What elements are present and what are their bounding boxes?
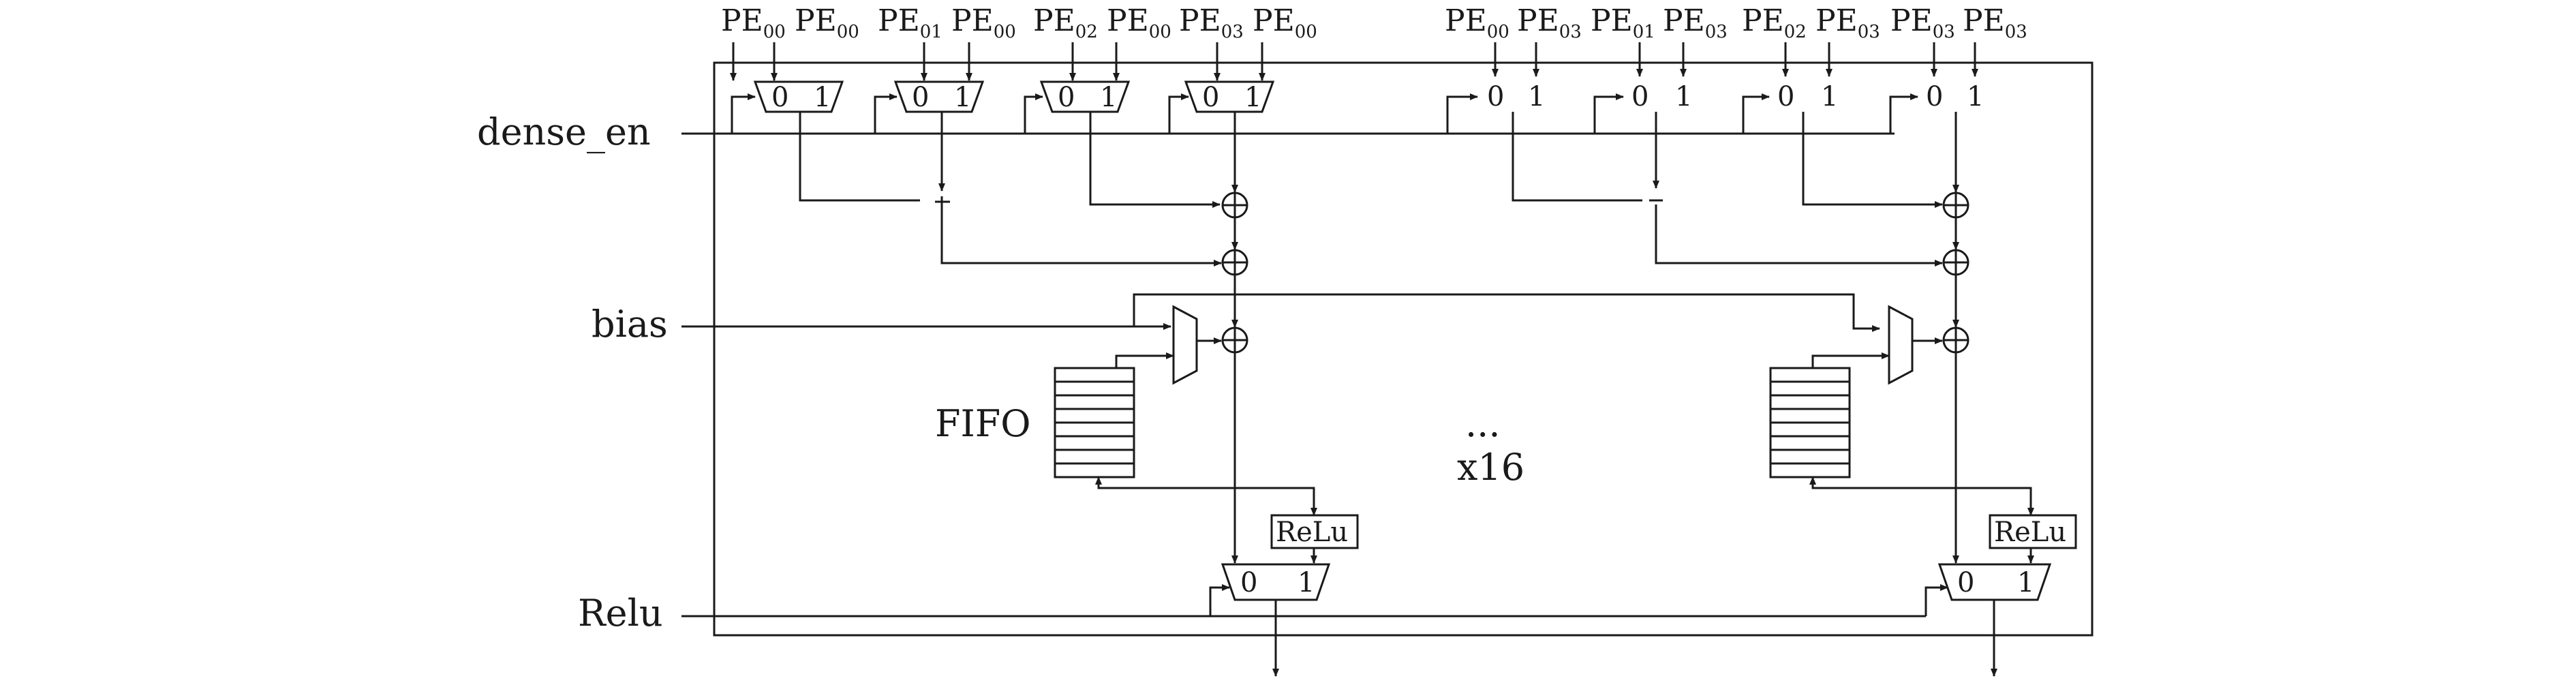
pe-label-7a: PE02	[1742, 3, 1807, 42]
relu-mux-left-one: 1	[1298, 567, 1315, 598]
bias-label: bias	[592, 303, 668, 346]
pe-label-6a: PE01	[1591, 3, 1655, 42]
pe-label-4a: PE03	[1179, 3, 1244, 42]
bias-mux-right	[1888, 305, 1914, 385]
mux3-one: 1	[1100, 82, 1117, 113]
relu-mux-right-one: 1	[2017, 567, 2034, 598]
adder-tree-right	[1512, 112, 1969, 354]
mux1-one: 1	[814, 82, 831, 113]
relu-label-left: ReLu	[1276, 517, 1348, 548]
relu-input-label: Relu	[578, 592, 663, 635]
mux6-one: 1	[1675, 81, 1692, 112]
relu-select-wiring	[681, 584, 1948, 618]
top-mux-3: 0 1	[1039, 80, 1131, 113]
pe-label-5b: PE03	[1517, 3, 1582, 42]
relu-block-right	[1989, 514, 2077, 549]
fifo-label: FIFO	[935, 402, 1031, 445]
top-mux-6: 0 1	[1631, 81, 1692, 112]
pe-label-8a: PE03	[1890, 3, 1955, 42]
pe-label-7b: PE03	[1815, 3, 1880, 42]
pe-label-6b: PE03	[1663, 3, 1728, 42]
pe-label-2a: PE01	[878, 3, 942, 42]
mux2-zero: 0	[912, 82, 929, 113]
top-mux-4: 0 1	[1184, 80, 1275, 113]
mux7-zero: 0	[1777, 81, 1794, 112]
pe-label-4b: PE00	[1253, 3, 1317, 42]
mux5-one: 1	[1528, 81, 1545, 112]
pe-label-1a: PE00	[721, 3, 786, 42]
mux4-one: 1	[1244, 82, 1261, 113]
top-mux-5: 0 1	[1487, 81, 1545, 112]
pe-label-3b: PE00	[1107, 3, 1171, 42]
top-labels-group1: PE00 PE00 PE01 PE00 PE02 PE00 PE03 PE00	[721, 3, 1317, 42]
pe-label-3a: PE02	[1033, 3, 1098, 42]
top-mux-8: 0 1	[1926, 81, 1984, 112]
fifo-left	[1054, 352, 1174, 478]
pe-label-1b: PE00	[795, 3, 859, 42]
pe-input-arrows	[730, 42, 1978, 81]
top-mux-2: 0 1	[893, 80, 985, 113]
mux8-zero: 0	[1926, 81, 1943, 112]
pe-label-8b: PE03	[1963, 3, 2027, 42]
fifo-right	[1769, 352, 1890, 478]
outer-block	[713, 61, 2094, 637]
repeat-ellipsis: ...	[1465, 402, 1501, 445]
top-mux-7: 0 1	[1777, 81, 1838, 112]
bias-wiring	[681, 293, 1880, 332]
mux6-zero: 0	[1631, 81, 1649, 112]
relu-mux-left	[1221, 563, 1331, 601]
top-mux-1: 0 1	[753, 80, 844, 113]
mux7-one: 1	[1821, 81, 1838, 112]
bias-mux-left	[1172, 305, 1198, 385]
output-path-left: ReLu 0 1	[1095, 352, 1359, 677]
dense-en-wiring	[681, 93, 1918, 135]
output-path-right: ReLu 0 1	[1809, 352, 2077, 677]
mux1-zero: 0	[771, 82, 788, 113]
mux5-zero: 0	[1487, 81, 1504, 112]
repeat-count: x16	[1457, 446, 1524, 489]
relu-mux-right-zero: 0	[1957, 567, 1974, 598]
mux8-one: 1	[1967, 81, 1984, 112]
dense-en-label: dense_en	[477, 110, 651, 153]
pe-label-5a: PE00	[1445, 3, 1509, 42]
relu-mux-left-zero: 0	[1240, 567, 1257, 598]
relu-label-right: ReLu	[1994, 517, 2066, 548]
mux4-zero: 0	[1202, 82, 1219, 113]
top-labels-group2: PE00 PE03 PE01 PE03 PE02 PE03 PE03 PE03	[1445, 3, 2027, 42]
mux3-zero: 0	[1058, 82, 1075, 113]
mux2-one: 1	[954, 82, 971, 113]
pe-label-2b: PE00	[951, 3, 1016, 42]
adder-tree-left	[799, 112, 1248, 354]
